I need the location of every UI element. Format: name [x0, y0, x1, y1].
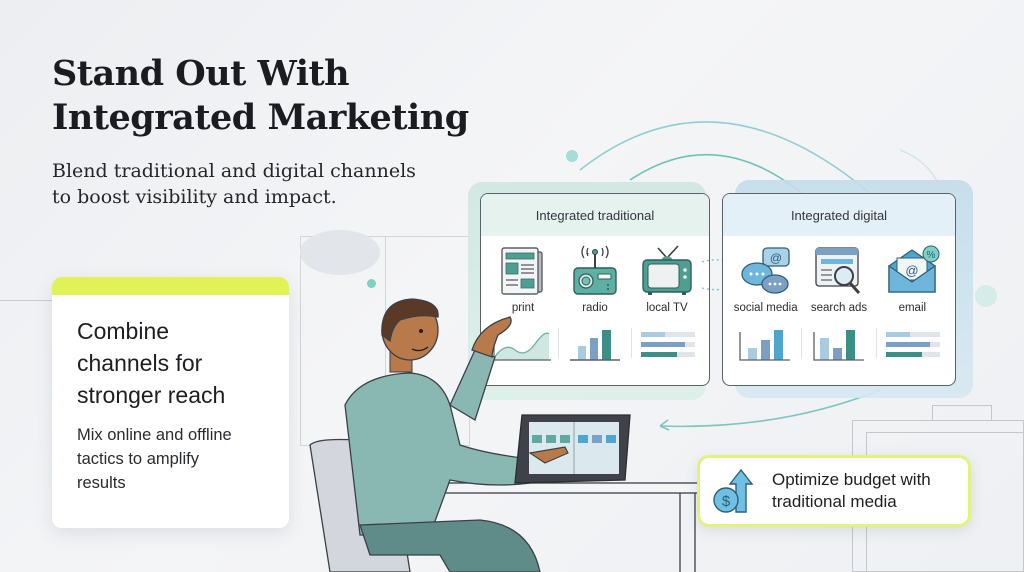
channel-print: print — [487, 244, 559, 314]
page-subtitle: Blend traditional and digital channels t… — [52, 158, 472, 210]
dot-decoration — [367, 279, 376, 288]
bar-chart-icon — [739, 330, 790, 361]
search-browser-icon — [815, 247, 861, 295]
channel-label: email — [898, 302, 927, 314]
divider — [801, 328, 803, 358]
card-body-line: Mix online and offline — [77, 426, 232, 444]
combine-channels-card: Combine channels for stronger reach Mix … — [52, 277, 289, 528]
bar-chart-icon — [813, 330, 864, 361]
budget-card-line: Optimize budget with — [772, 470, 931, 489]
channel-local-tv: local TV — [631, 244, 703, 314]
page-title: Stand Out With Integrated Marketing — [52, 52, 512, 140]
channel-label: print — [511, 302, 535, 314]
card-title: Combine channels for stronger reach — [77, 315, 289, 411]
horizontal-bar-chart-icon — [640, 332, 695, 357]
card-title-line: stronger reach — [77, 382, 226, 408]
channel-label: social media — [733, 302, 798, 314]
divider — [630, 328, 632, 358]
channel-email: @ % email — [876, 244, 949, 314]
title-line-2: Integrated Marketing — [52, 97, 469, 138]
svg-text:@: @ — [906, 263, 919, 278]
panel-title: Integrated digital — [723, 194, 955, 236]
budget-card-text: Optimize budget with traditional media — [772, 469, 931, 513]
card-title-line: channels for — [77, 350, 203, 376]
channel-label: search ads — [810, 302, 868, 314]
channel-label: local TV — [646, 302, 688, 314]
shelf-line — [0, 300, 52, 301]
card-body-line: tactics to amplify — [77, 450, 199, 468]
tv-icon — [642, 245, 692, 295]
dot-decoration — [975, 285, 997, 307]
person-at-desk-illustration — [309, 298, 700, 572]
optimize-budget-card: $ Optimize budget with traditional media — [697, 455, 971, 527]
svg-text:$: $ — [722, 493, 731, 510]
svg-text:@: @ — [770, 251, 782, 265]
divider — [558, 328, 560, 358]
budget-card-line: traditional media — [772, 492, 897, 511]
dot-decoration — [566, 150, 578, 162]
divider — [875, 328, 877, 358]
card-accent-bar — [52, 277, 289, 295]
digital-channels-panel: Integrated digital @ social media s — [722, 193, 956, 386]
channel-label: radio — [582, 302, 608, 314]
card-title-line: Combine — [77, 318, 170, 344]
card-body-line: results — [77, 474, 126, 492]
newspaper-icon — [501, 247, 543, 295]
book-stack — [932, 405, 992, 421]
channel-social-media: @ social media — [729, 244, 802, 314]
svg-text:%: % — [927, 250, 936, 261]
bar-chart-icon — [569, 330, 620, 361]
subtitle-line-2: to boost visibility and impact. — [52, 186, 337, 208]
horizontal-bar-chart-icon — [886, 332, 941, 357]
panel-title: Integrated traditional — [481, 194, 709, 236]
subtitle-line-1: Blend traditional and digital channels — [52, 160, 416, 182]
traditional-channels-panel: Integrated traditional print — [480, 193, 710, 386]
card-body: Mix online and offline tactics to amplif… — [77, 423, 277, 495]
channel-search-ads: search ads — [802, 244, 875, 314]
channel-radio: radio — [559, 244, 631, 314]
dollar-arrow-up-icon: $ — [713, 468, 754, 513]
lamp-shade — [300, 230, 380, 275]
title-line-1: Stand Out With — [52, 53, 350, 94]
chat-bubbles-icon: @ — [741, 247, 790, 294]
radio-icon — [573, 245, 617, 295]
envelope-icon: @ % — [888, 245, 940, 293]
